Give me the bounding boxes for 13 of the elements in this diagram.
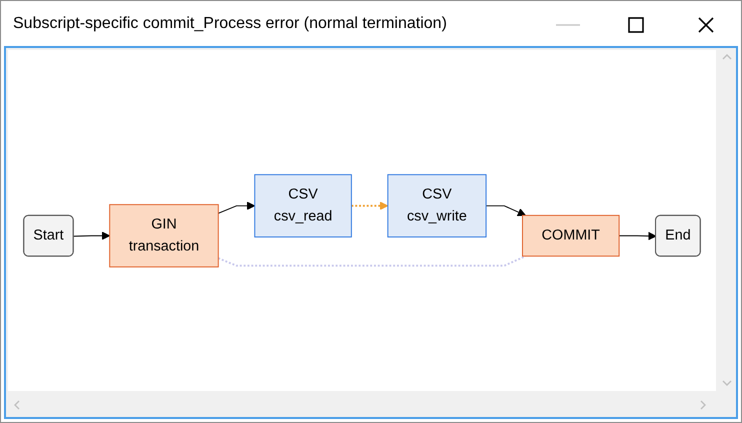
rounded-box: Start [23, 214, 74, 256]
rounded-box: End [655, 214, 701, 256]
process-box: GIN transaction [109, 204, 219, 268]
arrow [618, 232, 656, 240]
dashed-arrow [351, 201, 388, 210]
process-box: CSV csv_read [254, 174, 352, 238]
dashed-line [218, 254, 526, 266]
arrow [73, 231, 110, 240]
window-title: Subscript-specific commit_Process error (normal termination) [13, 14, 447, 34]
arrow [218, 201, 256, 214]
arrow [486, 205, 526, 216]
process-box: COMMIT [522, 214, 620, 256]
process-box: CSV csv_write [387, 174, 487, 238]
